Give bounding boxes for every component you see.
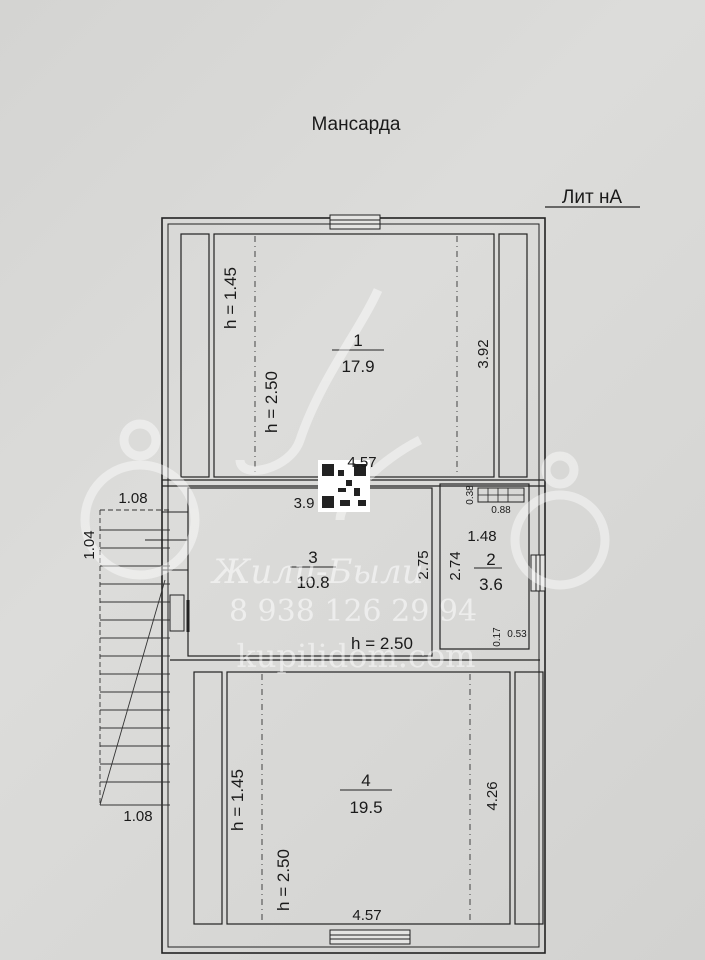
window-right (530, 554, 546, 592)
room-4-number: 4 (361, 771, 370, 790)
room-2-number: 2 (486, 550, 495, 569)
room-4-height-high: h = 2.50 (274, 849, 293, 911)
room-1-height-low: h = 1.45 (221, 267, 240, 329)
room-1-area: 17.9 (341, 357, 374, 376)
window-bottom (329, 929, 411, 945)
room-2-length: 2.74 (447, 551, 464, 580)
room-2-walls (439, 483, 530, 650)
stair-length: 1.04 (81, 530, 98, 559)
page-title: Мансарда (312, 114, 401, 135)
watermark-logo (80, 288, 610, 590)
room-4-area: 19.5 (349, 798, 382, 817)
room-2-dim-a: 0.38 (465, 485, 476, 505)
room-3-length: 2.75 (415, 550, 432, 579)
room-2-width: 1.48 (467, 528, 496, 545)
room-4-width: 4.57 (352, 907, 381, 924)
room-1-width: 4.57 (347, 454, 376, 471)
window-top (329, 214, 381, 230)
room-3-width: 3.9 (294, 495, 315, 512)
watermark-phone: 8 938 126 29 94 (229, 594, 477, 629)
room-2-dim-c: 0.17 (492, 627, 503, 647)
liter-label: Лит нА (562, 187, 623, 208)
room-4-slope-lines (261, 674, 471, 922)
room-2-area: 3.6 (479, 575, 503, 594)
room-3-area: 10.8 (296, 573, 329, 592)
room-1-slope-lines (254, 236, 458, 476)
room-2-dim-b: 0.88 (491, 505, 511, 516)
room-4-walls (193, 671, 544, 925)
watermark-site: kupilidom.com (237, 637, 476, 675)
room-2-dim-d: 0.53 (507, 629, 527, 640)
room-1-length: 3.92 (475, 339, 492, 368)
watermark-brand: Жили-Были (209, 552, 423, 592)
room-1-height-high: h = 2.50 (262, 371, 281, 433)
stair-width-top: 1.08 (118, 490, 147, 507)
room-3-number: 3 (308, 548, 317, 567)
room-3-height: h = 2.50 (351, 634, 413, 653)
stair-width-bottom: 1.08 (123, 808, 152, 825)
room-3-walls (187, 487, 433, 657)
room-1-number: 1 (353, 331, 362, 350)
room-4-length: 4.26 (484, 781, 501, 810)
room-4-height-low: h = 1.45 (228, 769, 247, 831)
stair (99, 509, 170, 806)
